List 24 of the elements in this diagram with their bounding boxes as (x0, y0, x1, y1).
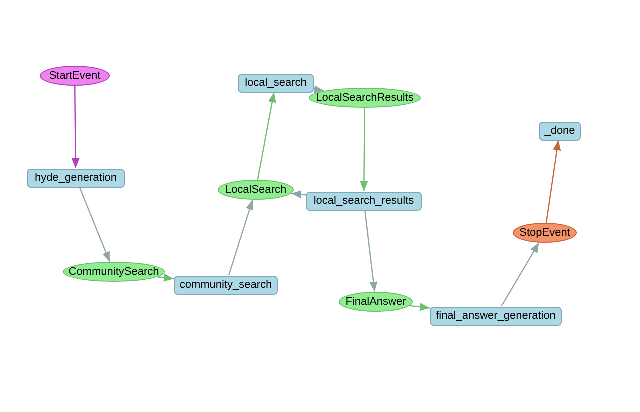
event-ellipse: StartEvent (40, 66, 110, 86)
step-box: _done (539, 122, 581, 140)
arrow (291, 190, 306, 199)
step-box: hyde_generation (27, 168, 125, 188)
arrow (158, 274, 174, 282)
arrow (360, 108, 368, 192)
arrow (314, 86, 324, 94)
step-box: local_search_results (306, 192, 422, 210)
arrow (410, 303, 430, 312)
event-ellipse: FinalAnswer (339, 292, 413, 312)
step-box: community_search (174, 276, 278, 294)
arrow (501, 242, 540, 307)
arrow (257, 92, 276, 180)
arrow (79, 187, 111, 262)
step-box: local_search (238, 74, 314, 92)
event-ellipse: LocalSearch (218, 180, 294, 200)
event-ellipse: CommunitySearch (63, 262, 165, 282)
arrow (72, 86, 80, 168)
step-box: final_answer_generation (430, 306, 562, 326)
arrow (364, 210, 378, 292)
arrow (546, 140, 562, 224)
arrow (228, 200, 254, 276)
event-ellipse: LocalSearchResults (309, 88, 421, 108)
event-ellipse: StopEvent (513, 223, 577, 243)
